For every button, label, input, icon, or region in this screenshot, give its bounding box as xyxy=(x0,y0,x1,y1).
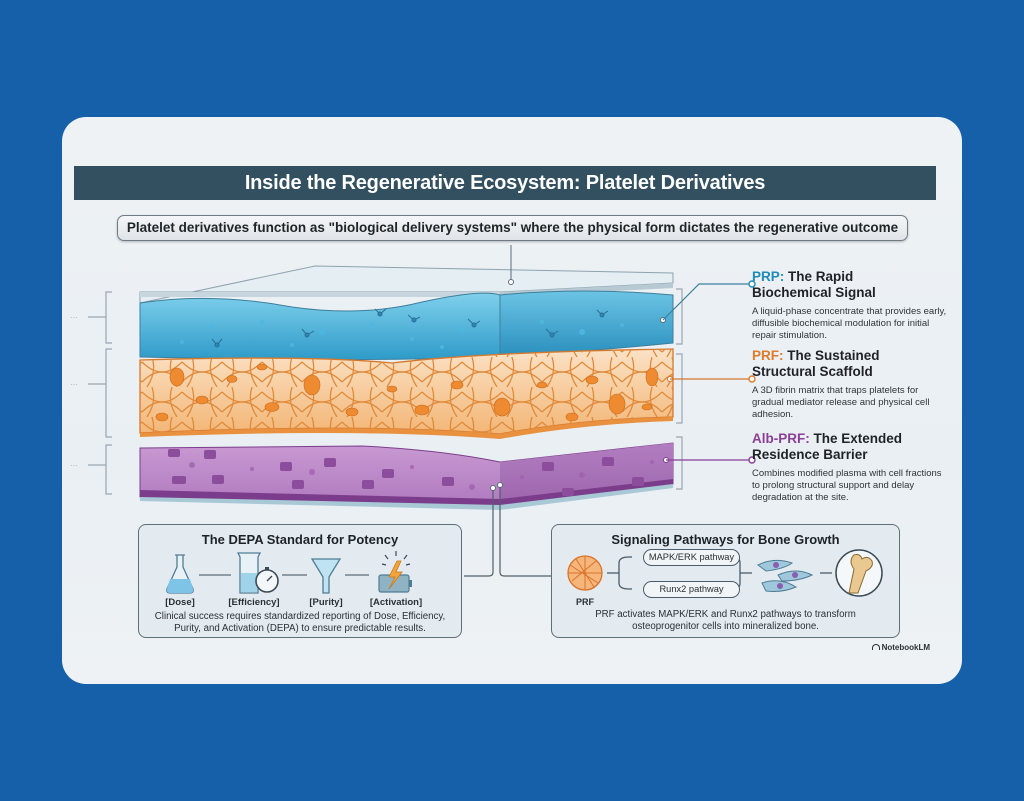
prf-abbr: PRF: xyxy=(752,348,784,363)
pathway-mapk-erk: MAPK/ERK pathway xyxy=(643,549,740,566)
prp-abbr: PRP: xyxy=(752,269,785,284)
signaling-description-line-1: PRF activates MAPK/ERK and Runx2 pathway… xyxy=(595,609,856,620)
depa-description-line-1: Clinical success requires standardized r… xyxy=(154,611,446,622)
alb-prf-label: Alb-PRF: The Extended Residence Barrier … xyxy=(752,431,952,504)
alb-prf-name-2: Residence Barrier xyxy=(752,447,868,462)
alb-prf-abbr: Alb-PRF: xyxy=(752,431,810,446)
brand-name: NotebookLM xyxy=(881,643,930,652)
prf-name-1: The Sustained xyxy=(783,348,880,363)
battery-lightning-icon xyxy=(378,551,412,593)
depa-description-line-2: Purity, and Activation (DEPA) to ensure … xyxy=(174,623,426,634)
infographic-subtitle: Platelet derivatives function as "biolog… xyxy=(117,215,908,241)
signaling-prf-label: PRF xyxy=(576,597,594,607)
prp-name-1: The Rapid xyxy=(784,269,854,284)
brand-watermark: NotebookLM xyxy=(871,643,930,652)
depa-panel: The DEPA Standard for Potency xyxy=(138,524,462,638)
depa-title: The DEPA Standard for Potency xyxy=(201,532,399,547)
depa-step-dose: [Dose] xyxy=(165,597,195,608)
prp-heading: PRP: The Rapid Biochemical Signal xyxy=(752,269,952,301)
depa-description: Clinical success requires standardized r… xyxy=(139,611,461,635)
infographic-card: Inside the Regenerative Ecosystem: Plate… xyxy=(62,117,962,684)
alb-prf-heading: Alb-PRF: The Extended Residence Barrier xyxy=(752,431,952,463)
prp-description: A liquid-phase concentrate that provides… xyxy=(752,306,947,341)
signaling-diagram xyxy=(567,549,883,597)
bone-icon xyxy=(835,549,883,597)
svg-text:···: ··· xyxy=(70,461,78,470)
depa-step-purity: [Purity] xyxy=(309,597,343,608)
alb-prf-description: Combines modified plasma with cell fract… xyxy=(752,468,942,503)
depa-step-efficiency: [Efficiency] xyxy=(228,597,280,608)
depa-icons-row xyxy=(166,551,412,594)
prf-label: PRF: The Sustained Structural Scaffold A… xyxy=(752,348,952,421)
depa-step-activation: [Activation] xyxy=(369,597,423,608)
prf-description: A 3D fibrin matrix that traps platelets … xyxy=(752,385,930,420)
layer-stack-illustration: ··· ··· ··· xyxy=(70,245,756,577)
prp-name-2: Biochemical Signal xyxy=(752,285,876,300)
funnel-icon xyxy=(310,558,342,594)
svg-text:···: ··· xyxy=(70,380,78,389)
prf-name-2: Structural Scaffold xyxy=(752,364,873,379)
signaling-description: PRF activates MAPK/ERK and Runx2 pathway… xyxy=(552,609,899,633)
infographic-title: Inside the Regenerative Ecosystem: Plate… xyxy=(74,166,936,200)
flask-icon xyxy=(166,554,194,594)
prf-heading: PRF: The Sustained Structural Scaffold xyxy=(752,348,952,380)
signaling-panel: Signaling Pathways for Bone Growth xyxy=(551,524,900,638)
alb-prf-name-1: The Extended xyxy=(809,431,903,446)
signaling-description-line-2: osteoprogenitor cells into mineralized b… xyxy=(632,621,819,632)
osteoprogenitor-cells-icon xyxy=(757,559,814,592)
left-brackets xyxy=(88,291,112,495)
notebooklm-logo-icon xyxy=(871,644,880,650)
beaker-stopwatch-icon xyxy=(236,552,279,594)
pathway-runx2: Runx2 pathway xyxy=(643,581,740,598)
signaling-title: Signaling Pathways for Bone Growth xyxy=(611,532,840,547)
prp-label: PRP: The Rapid Biochemical Signal A liqu… xyxy=(752,269,952,342)
prf-mesh-icon xyxy=(567,555,603,591)
svg-text:···: ··· xyxy=(70,313,78,322)
